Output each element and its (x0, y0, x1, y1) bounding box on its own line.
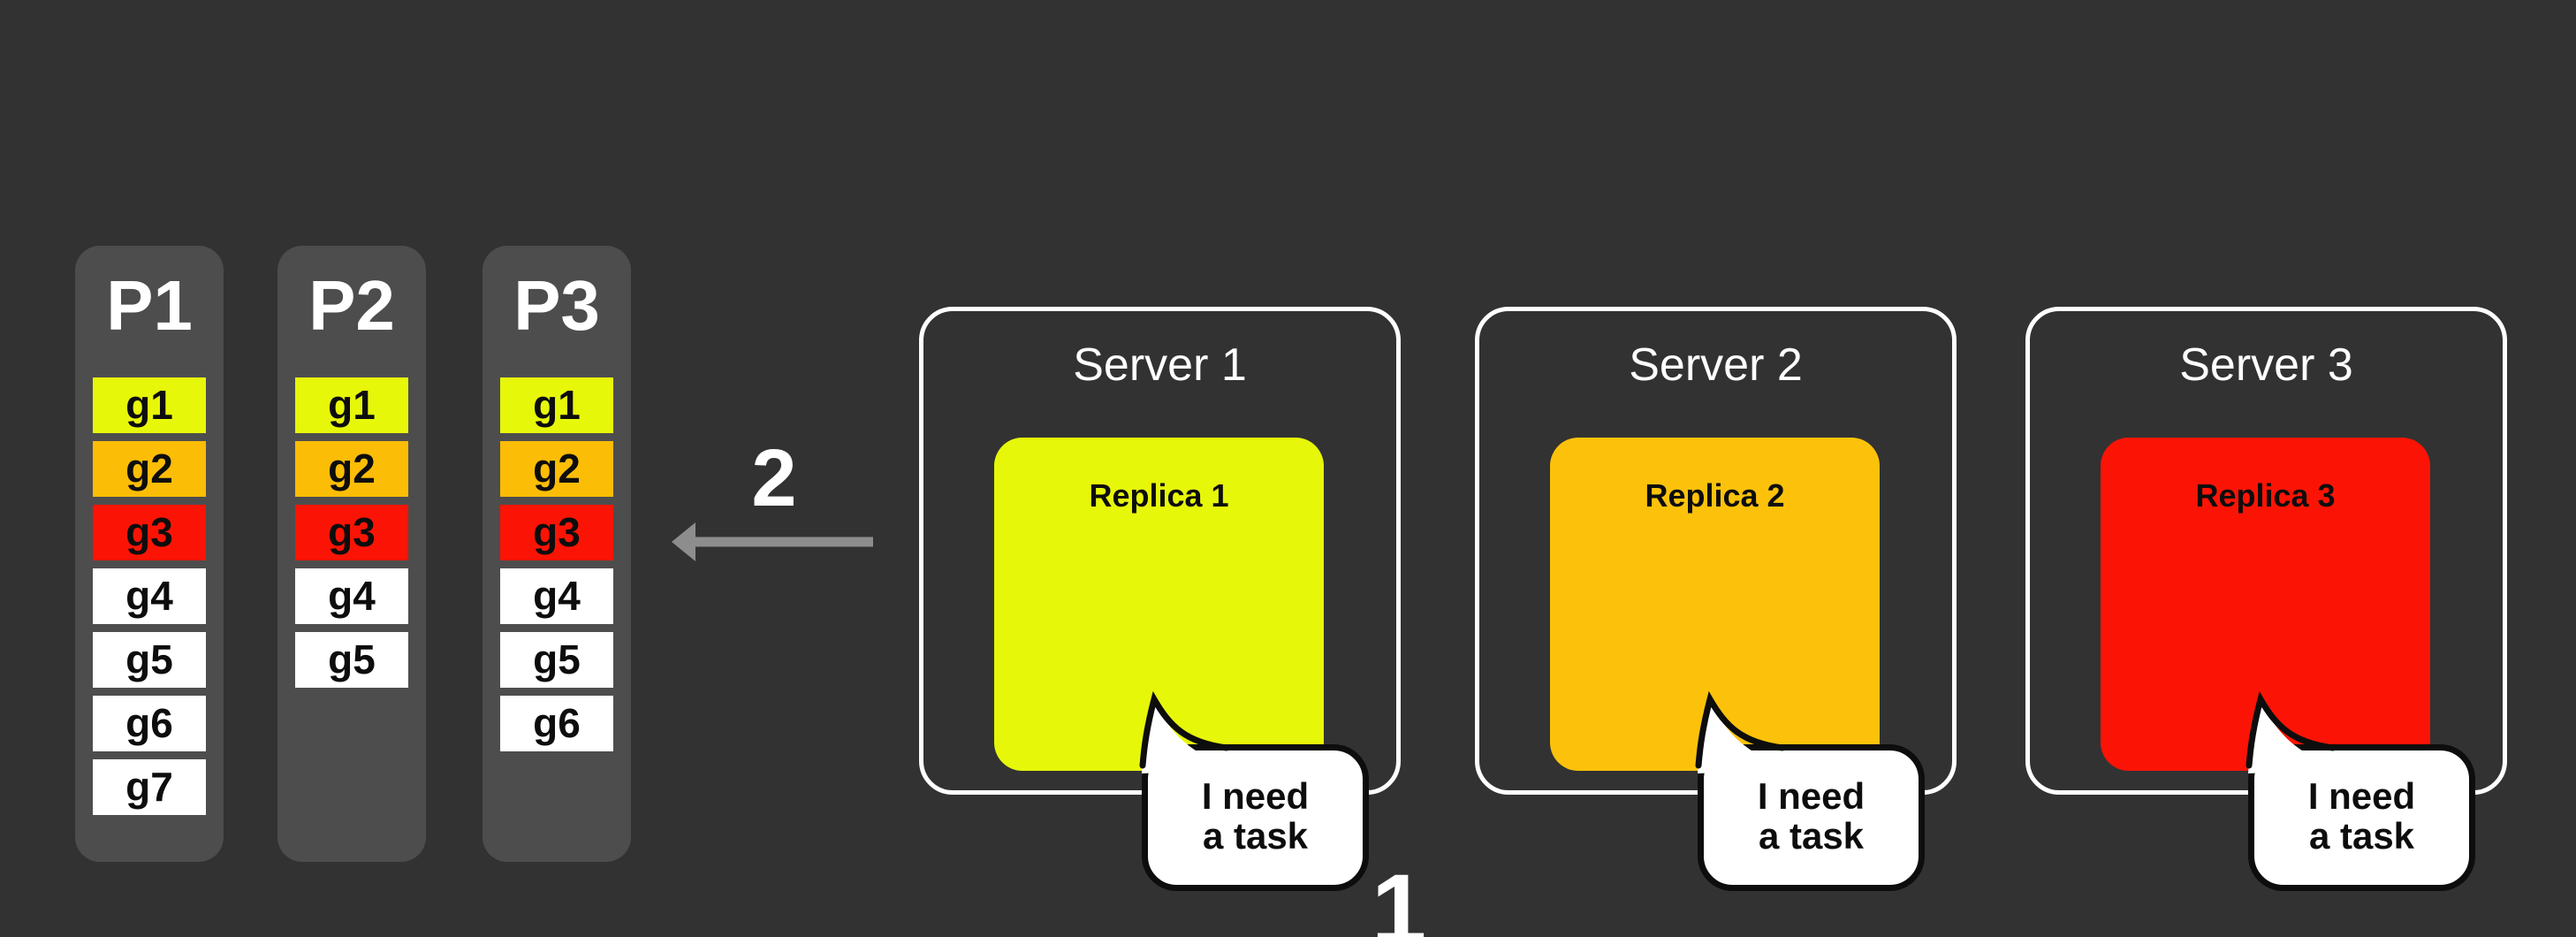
partition-cell-list: g1 g2 g3 g4 g5 g6 g7 (75, 377, 224, 815)
speech-bubble-icon (1139, 690, 1369, 891)
task-cell: g2 (500, 441, 613, 497)
task-cell: g3 (500, 505, 613, 560)
task-cell: g2 (295, 441, 408, 497)
task-cell: g4 (295, 568, 408, 624)
server-1-group: Server 1 Replica 1 I need a task (919, 0, 1414, 937)
speech-bubble-icon (1695, 690, 1925, 891)
task-cell: g2 (93, 441, 206, 497)
replica-2-title: Replica 2 (1645, 477, 1785, 514)
bubble-line-2: a task (2308, 815, 2415, 857)
partition-cell-list: g1 g2 g3 g4 g5 (277, 377, 426, 688)
task-cell: g3 (295, 505, 408, 560)
server-3-group: Server 3 Replica 3 I need a task (2025, 0, 2520, 937)
task-cell: g6 (93, 696, 206, 751)
speech-bubble-text: I need a task (1142, 776, 1369, 856)
server-2-title: Server 2 (1629, 339, 1803, 391)
server-3-title: Server 3 (2179, 339, 2353, 391)
partition-cell-list: g1 g2 g3 g4 g5 g6 (483, 377, 631, 751)
server-2-group: Server 2 Replica 2 I need a task (1475, 0, 1970, 937)
task-cell: g6 (500, 696, 613, 751)
partition-title: P1 (106, 266, 193, 345)
partition-title: P3 (513, 266, 600, 345)
task-cell: g1 (500, 377, 613, 433)
bubble-line-1: I need (1757, 775, 1866, 817)
task-cell: g4 (93, 568, 206, 624)
task-cell: g3 (93, 505, 206, 560)
task-cell: g1 (93, 377, 206, 433)
arrow-left-icon (672, 522, 873, 561)
replica-1-title: Replica 1 (1089, 477, 1229, 514)
bubble-line-1: I need (2307, 775, 2416, 817)
partition-column-p3: P3 g1 g2 g3 g4 g5 g6 (483, 246, 631, 862)
speech-bubble-icon (2245, 690, 2475, 891)
partition-title: P2 (308, 266, 395, 345)
task-cell: g5 (93, 632, 206, 688)
task-cell: g7 (93, 759, 206, 815)
task-cell: g5 (295, 632, 408, 688)
partition-column-p1: P1 g1 g2 g3 g4 g5 g6 g7 (75, 246, 224, 862)
speech-bubble-text: I need a task (1698, 776, 1925, 856)
partition-column-p2: P2 g1 g2 g3 g4 g5 (277, 246, 426, 862)
task-cell: g4 (500, 568, 613, 624)
bubble-line-2: a task (1758, 815, 1865, 857)
speech-bubble-text: I need a task (2248, 776, 2475, 856)
step-1-label: 1 (1371, 854, 1427, 937)
bubble-line-2: a task (1202, 815, 1309, 857)
server-1-title: Server 1 (1073, 339, 1247, 391)
step-2-label: 2 (751, 433, 797, 523)
task-cell: g5 (500, 632, 613, 688)
task-cell: g1 (295, 377, 408, 433)
replica-3-title: Replica 3 (2195, 477, 2336, 514)
bubble-line-1: I need (1201, 775, 1310, 817)
